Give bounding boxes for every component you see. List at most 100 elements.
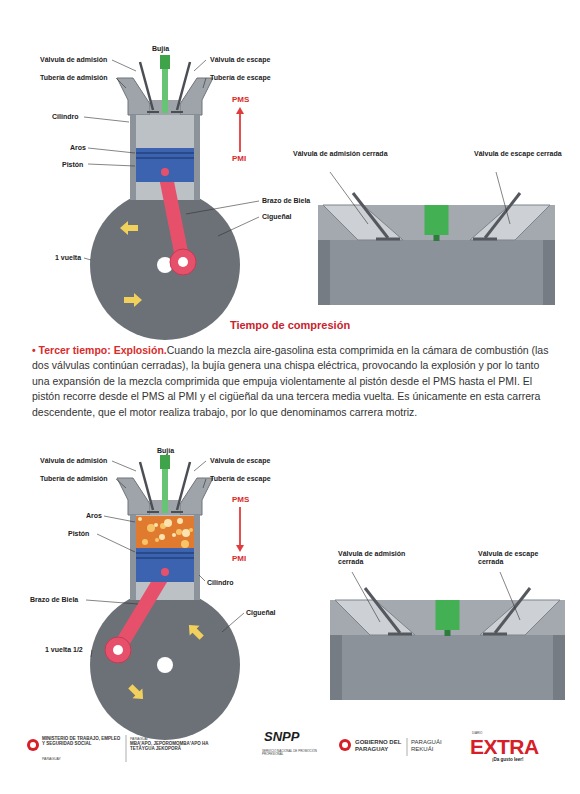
stroke-label: PMI [232, 154, 246, 163]
rotation-arrow [124, 293, 142, 307]
port [470, 205, 550, 240]
footer-text: MBA'APO, JEPOROMOMBA'APO HA TETÃYGUA JEK… [130, 742, 222, 752]
part-label: Aros [70, 144, 86, 152]
leader-line [91, 650, 92, 657]
crank-pin [170, 249, 196, 275]
part-label: Pistón [68, 530, 89, 538]
flame [147, 524, 155, 532]
part-label: Aros [86, 512, 102, 520]
flame [177, 518, 183, 524]
connecting-rod [165, 172, 183, 262]
head [330, 600, 565, 635]
crankshaft-disk [90, 590, 240, 740]
flame [182, 529, 190, 537]
valve-stem [353, 193, 388, 238]
piston-ring [136, 157, 194, 159]
leader-line [203, 479, 206, 488]
piston-ring [136, 557, 194, 559]
stroke-label: PMI [232, 554, 246, 563]
valve-head [376, 238, 400, 241]
rotation-arrow [125, 681, 148, 704]
part-label: Cigueñal [246, 609, 276, 617]
leader-line [500, 572, 520, 620]
cylinder-bore [136, 515, 194, 600]
valve-stem [365, 588, 400, 633]
figure-caption: Tiempo de compresión [0, 319, 580, 331]
leader-line [203, 78, 206, 88]
footer-text: DIARIO [472, 732, 482, 735]
spark-plug-tip [445, 630, 451, 636]
leader-line [86, 600, 138, 604]
engine-figure [90, 55, 244, 340]
spark-plug-body [162, 69, 168, 113]
leader-line [194, 461, 206, 471]
leader-line [194, 60, 206, 71]
stroke-arrow [239, 507, 241, 550]
valve-head [473, 238, 497, 241]
valve-stem [495, 588, 530, 633]
footer-text: ¡Da gusto leer! [492, 757, 524, 762]
flame [154, 523, 158, 527]
valve-head [147, 111, 159, 113]
crank-hole [157, 657, 173, 673]
logo-seal [339, 739, 351, 751]
piston [136, 548, 194, 582]
spark-plug [425, 205, 449, 235]
stroke-label: PMS [232, 95, 249, 104]
logo-divider [126, 735, 127, 762]
part-label: Válvula de escape [210, 56, 270, 64]
flame [155, 538, 159, 542]
part-label: Válvula de admisión cerrada [338, 550, 428, 566]
arrow-head [236, 545, 244, 552]
part-label: Válvula de admisión [40, 56, 107, 64]
flame [159, 534, 165, 540]
explosion [136, 516, 194, 548]
part-label: Cigueñal [262, 213, 292, 221]
spark-plug [160, 55, 170, 69]
leader-line [352, 572, 380, 622]
footer-text: EXTRA [470, 735, 539, 759]
part-label: Válvula de admisión [40, 457, 107, 465]
piston-pin [161, 168, 169, 176]
piston-pin [161, 568, 169, 576]
chamber [318, 240, 555, 305]
part-label: Pistón [62, 161, 83, 169]
chamber-detail [318, 193, 555, 305]
flame [176, 529, 182, 535]
flame [172, 533, 176, 537]
crank-pin [105, 637, 131, 663]
part-label: Cilindro [52, 113, 78, 121]
valve-head [483, 633, 507, 636]
chamber-detail [330, 588, 565, 700]
part-label: Válvula de escape [210, 457, 270, 465]
leader-line [112, 461, 136, 471]
part-label: Bujía [157, 447, 174, 455]
leader-line [330, 172, 368, 224]
part-label: Bujía [152, 45, 169, 53]
crank-pin-hole [178, 257, 188, 267]
valve-head [388, 633, 412, 636]
part-label: Tubería de admisión [40, 74, 108, 82]
piston-ring [136, 552, 194, 554]
valve-head [171, 511, 183, 513]
part-label: Brazo de Biela [30, 596, 78, 604]
chamber-bore [342, 635, 553, 700]
leader-line [116, 479, 126, 488]
leader-line [84, 117, 129, 122]
part-label: Válvula de escape cerrada [478, 550, 560, 566]
flame [181, 540, 189, 548]
part-label: 1 vuelta [55, 254, 81, 262]
footer-text: PARAGUÁI [130, 737, 148, 741]
chamber [330, 635, 565, 700]
piston [136, 148, 194, 182]
footer-logos [27, 735, 407, 762]
arrow-head [236, 107, 244, 114]
leader-line [116, 78, 126, 88]
rotation-arrow [120, 221, 138, 235]
leader-line [186, 201, 259, 214]
spark-plug-tip [434, 235, 440, 241]
valve-head [147, 511, 159, 513]
spark-plug [436, 600, 460, 630]
part-label: Cilindro [207, 579, 233, 587]
leader-line [112, 60, 136, 71]
